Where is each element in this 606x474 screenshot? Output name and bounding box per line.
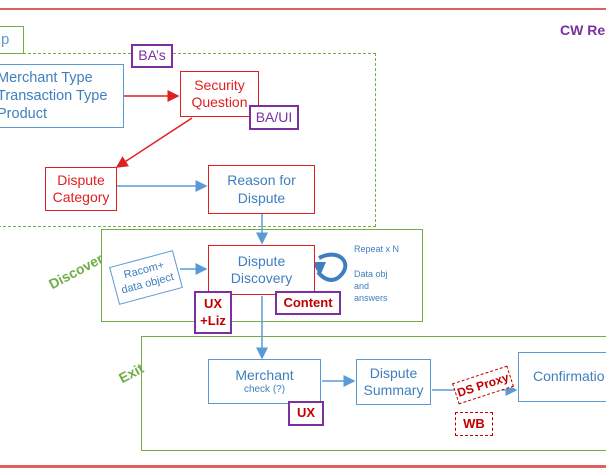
repeat-loop-arrowhead bbox=[312, 262, 326, 276]
arrow-security-to-category bbox=[115, 117, 193, 168]
tag-wb: WB bbox=[455, 412, 493, 436]
node-security-question[interactable]: Security Question bbox=[180, 71, 259, 117]
top-border-line bbox=[0, 8, 606, 10]
tag-bas: BA’s bbox=[131, 44, 173, 68]
node-dispute-category[interactable]: Dispute Category bbox=[45, 167, 117, 211]
tag-content: Content bbox=[275, 291, 341, 315]
node-confirmation[interactable]: Confirmatio bbox=[518, 352, 606, 402]
node-merchant-type[interactable]: Merchant Type Transaction Type Product bbox=[0, 64, 124, 128]
node-dispute-summary[interactable]: Dispute Summary bbox=[356, 359, 431, 405]
annotation-data-obj: Data obj and answers bbox=[354, 269, 388, 304]
page-title: CW Re bbox=[560, 22, 606, 38]
annotation-repeat: Repeat x N bbox=[354, 244, 400, 254]
node-reason-for-dispute[interactable]: Reason for Dispute bbox=[208, 165, 315, 214]
section-tab-label: p bbox=[1, 30, 10, 48]
repeat-loop-arrow bbox=[316, 252, 348, 282]
tag-ba-ui: BA/UI bbox=[249, 105, 299, 130]
node-merchant-check[interactable]: Merchant check (?) bbox=[208, 359, 321, 404]
identify-group-border bbox=[0, 53, 376, 227]
node-dispute-discovery[interactable]: Dispute Discovery bbox=[208, 245, 315, 295]
bottom-border-line bbox=[0, 465, 606, 468]
exit-group-border bbox=[141, 336, 606, 451]
tag-ux-liz: UX +Liz bbox=[194, 291, 232, 334]
tag-ux: UX bbox=[288, 401, 324, 426]
